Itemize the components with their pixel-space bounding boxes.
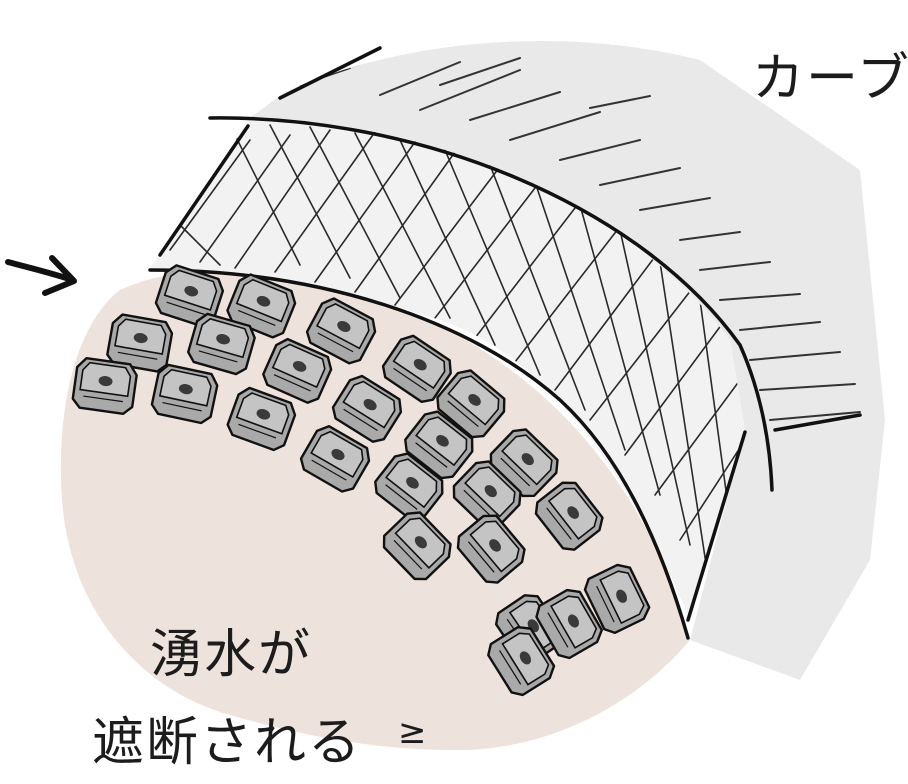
paving-block (436, 369, 506, 439)
paving-block (534, 481, 604, 551)
water-cutoff-label-line2: 遮断される (92, 713, 363, 773)
curve-label: カーブ (752, 49, 908, 109)
paving-block (150, 363, 219, 425)
paving-block (404, 410, 474, 480)
paving-block (187, 312, 256, 376)
paving-block (331, 374, 403, 443)
paving-block (106, 313, 174, 373)
paving-block (535, 588, 603, 660)
structure-outlines (148, 46, 862, 640)
paving-block (374, 452, 444, 522)
cropped-text-fragment: ≥ (398, 712, 427, 752)
paving-block (226, 386, 297, 452)
paving-block (382, 511, 452, 581)
water-cutoff-label-line1: 湧水が (150, 625, 313, 685)
paving-block (452, 460, 522, 530)
shotcrete-shadow (250, 41, 885, 681)
paving-block (154, 264, 225, 328)
wire-mesh (169, 124, 745, 591)
mesh-band (150, 118, 745, 620)
paving-block (456, 514, 526, 584)
curve-hatching (299, 51, 861, 421)
block-paving (71, 264, 651, 697)
paving-block (381, 334, 452, 404)
paving-block (305, 297, 377, 365)
paving-block (262, 337, 333, 404)
arrow-right-icon (5, 255, 77, 296)
paving-block (71, 356, 138, 416)
paving-block (487, 625, 556, 697)
paving-block (583, 563, 651, 635)
paving-block (299, 425, 371, 493)
paving-block (226, 273, 297, 339)
